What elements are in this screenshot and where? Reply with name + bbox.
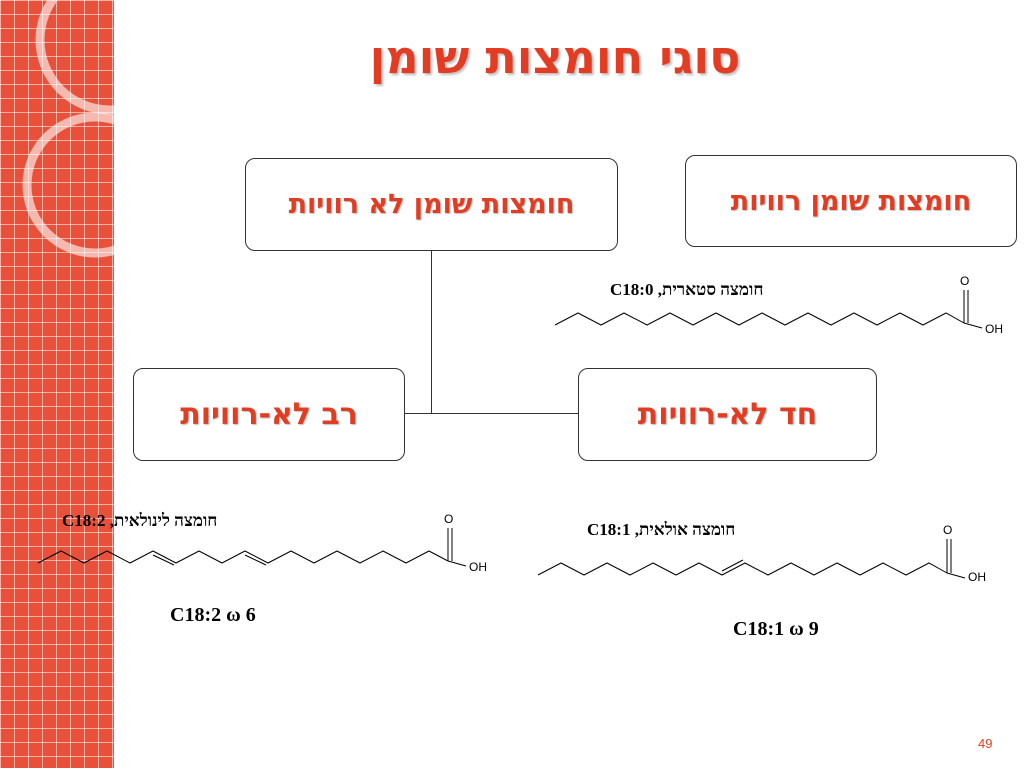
stearic-structure: O OH <box>554 274 1003 336</box>
stearic-oh: OH <box>985 322 1003 336</box>
page-number: 49 <box>978 736 993 751</box>
oleic-omega: C18:1 ω 9 <box>733 618 819 640</box>
oleic-o: O <box>943 523 952 537</box>
box-unsaturated: חומצות שומן לא רוויות <box>245 158 618 251</box>
linoleic-o: O <box>444 512 453 526</box>
oleic-structure: O OH <box>537 523 986 584</box>
oleic-label: חומצה אולאית, C18:1 <box>587 520 736 539</box>
linoleic-structure: O OH <box>37 512 487 574</box>
linoleic-label: חומצה לינולאית, C18:2 <box>62 511 218 530</box>
linoleic-oh: OH <box>469 560 487 574</box>
decorative-rings <box>22 0 114 258</box>
box-saturated: חומצות שומן רוויות <box>685 155 1017 247</box>
slide-title: סוגי חומצות שומן <box>369 30 741 84</box>
linoleic-omega: C18:2 ω 6 <box>170 604 256 626</box>
connector-vertical <box>431 250 432 413</box>
stearic-o: O <box>960 274 969 288</box>
stearic-label: חומצה סטארית, C18:0 <box>610 280 764 299</box>
box-monounsaturated: חד לא-רוויות <box>578 368 877 461</box>
box-polyunsaturated: רב לא-רוויות <box>133 368 405 461</box>
connector-horizontal <box>403 413 578 414</box>
oleic-oh: OH <box>968 570 986 584</box>
decorative-sidebar <box>0 0 114 768</box>
